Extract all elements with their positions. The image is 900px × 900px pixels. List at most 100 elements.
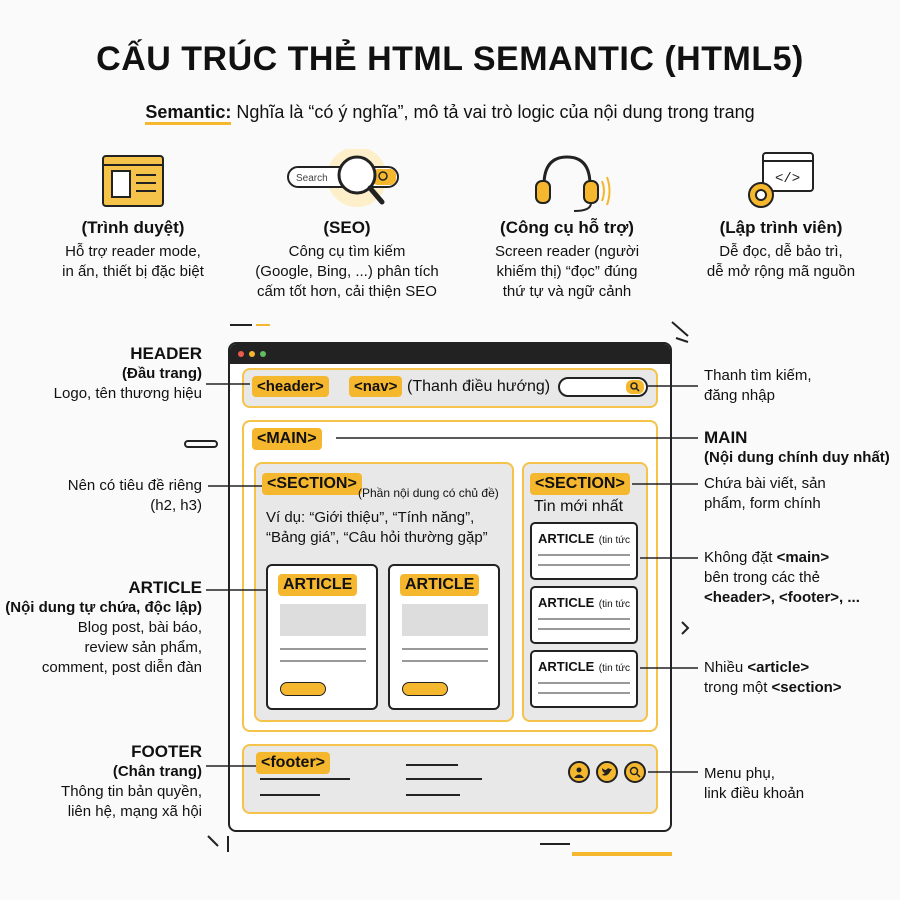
article-tag: ARTICLE	[400, 574, 480, 596]
text-line	[402, 660, 488, 662]
label-code: <article>	[747, 659, 810, 676]
category-desc: Hỗ trợ reader mode,	[65, 243, 201, 260]
decor-stroke	[256, 324, 270, 326]
article-tag: ARTICLE	[278, 574, 358, 596]
nav-text: (Thanh điều hướng)	[407, 378, 551, 395]
category-title: (Trình duyệt)	[81, 218, 185, 237]
window-dot-icon	[238, 351, 244, 357]
label-nomain: Không đặt <main> bên trong các thẻ <head…	[704, 548, 898, 608]
text-line	[538, 682, 630, 684]
search-icon[interactable]	[624, 761, 646, 783]
side-section-tag: <SECTION>	[530, 473, 630, 495]
label-desc: liên hệ, mạng xã hội	[67, 803, 202, 820]
footer-line	[406, 778, 482, 780]
label-section-right: Chứa bài viết, sản phẩm, form chính	[704, 474, 894, 514]
decor-stroke	[230, 324, 252, 326]
label-desc: Chứa bài viết, sản	[704, 475, 826, 492]
footer-line	[260, 794, 320, 796]
category-title: (Lập trình viên)	[719, 218, 843, 237]
footer-line	[260, 778, 350, 780]
category-desc: Công cụ tìm kiếm	[288, 243, 406, 260]
section-example: Ví dụ: “Giới thiệu”, “Tính năng”, “Bảng …	[266, 508, 488, 548]
category-desc: khiếm thị) “đọc” đúng	[496, 263, 638, 280]
footer-line	[406, 794, 460, 796]
label-desc: Menu phụ,	[704, 765, 775, 782]
side-article-card: ARTICLE (tin tức	[530, 586, 638, 644]
read-more-button[interactable]	[402, 682, 448, 696]
search-icon[interactable]	[626, 380, 644, 394]
text-line	[538, 554, 630, 556]
category-title: (SEO)	[323, 218, 371, 237]
label-desc: trong một	[704, 679, 772, 696]
text-line	[402, 648, 488, 650]
label-desc: Không đặt	[704, 549, 777, 566]
search-magnifier-icon: Search	[242, 146, 452, 216]
main-tag: <MAIN>	[252, 428, 322, 450]
section-example-line: “Bảng giá”, “Câu hỏi thường gặp”	[266, 529, 488, 546]
label-desc: review sản phẩm,	[84, 639, 202, 656]
category-desc: in ấn, thiết bị đặc biệt	[62, 263, 204, 280]
category-desc: Screen reader (người	[494, 243, 640, 260]
read-more-button[interactable]	[280, 682, 326, 696]
category-desc: dễ mở rộng mã nguồn	[706, 263, 856, 280]
side-article-note: (tin tức	[598, 599, 630, 610]
side-section-title: Tin mới nhất	[534, 498, 624, 515]
label-desc: đăng nhập	[704, 387, 775, 404]
category-browser: (Trình duyệt) Hỗ trợ reader mode, in ấn, …	[28, 146, 238, 282]
label-subheading: (Nội dung tự chứa, độc lập)	[5, 599, 202, 616]
search-input[interactable]	[558, 377, 648, 397]
label-subheading: (Chân trang)	[112, 763, 202, 780]
nav-tag: <nav>	[349, 376, 403, 397]
label-desc: comment, post diễn đàn	[41, 659, 202, 676]
side-article-tag: ARTICLE	[538, 595, 595, 610]
label-desc: Nên có tiêu đề riêng	[67, 477, 202, 494]
header-tag: <header>	[252, 376, 329, 397]
label-desc: bên trong các thẻ	[704, 569, 820, 586]
category-desc: cấm tốt hơn, cải thiện SEO	[257, 283, 437, 300]
label-code: <section>	[771, 679, 842, 696]
text-line	[280, 660, 366, 662]
twitter-icon[interactable]	[596, 761, 618, 783]
category-developer: </> (Lập trình viên) Dễ đọc, dễ bảo trì,…	[676, 146, 886, 282]
category-seo: Search (SEO) Công cụ tìm kiếm(Google, Bi…	[242, 146, 452, 302]
category-desc: thứ tự và ngữ cảnh	[502, 283, 632, 300]
article-card: ARTICLE	[266, 564, 378, 710]
label-heading: MAIN	[704, 428, 748, 447]
label-heading: ARTICLE	[128, 578, 202, 597]
label-subheading: (Nội dung chính duy nhất)	[704, 449, 890, 466]
text-line	[538, 628, 630, 630]
article-image	[402, 604, 488, 636]
label-desc: Nhiều	[704, 659, 748, 676]
label-subheading: (Đầu trang)	[122, 365, 202, 382]
side-article-card: ARTICLE (tin tức	[530, 650, 638, 708]
section-note: (Phần nội dung có chủ đề)	[358, 486, 499, 500]
svg-text:</>: </>	[775, 171, 800, 187]
footer-line	[406, 764, 458, 766]
label-search: Thanh tìm kiếm, đăng nhập	[704, 366, 894, 406]
side-article-note: (tin tức	[598, 663, 630, 674]
side-article-tag: ARTICLE	[538, 531, 595, 546]
subtitle: Semantic: Nghĩa là “có ý nghĩa”, mô tả v…	[0, 102, 900, 125]
window-dot-icon	[249, 351, 255, 357]
main-box	[242, 420, 658, 732]
label-heading: HEADER	[130, 344, 202, 363]
label-header: HEADER (Đầu trang) Logo, tên thương hiệu	[20, 344, 202, 404]
label-footer: FOOTER (Chân trang) Thông tin bản quyền,…	[20, 742, 202, 822]
label-desc: Thanh tìm kiếm,	[704, 367, 812, 384]
decor-pill	[184, 440, 218, 448]
label-code: <header>, <footer>, ...	[704, 589, 860, 606]
user-icon[interactable]	[568, 761, 590, 783]
label-desc: Logo, tên thương hiệu	[53, 385, 202, 402]
decor-stroke	[572, 852, 672, 856]
code-gear-icon: </>	[676, 146, 886, 216]
label-desc: (h2, h3)	[150, 497, 202, 514]
label-article: ARTICLE (Nội dung tự chứa, độc lập) Blog…	[4, 578, 202, 678]
label-desc: phẩm, form chính	[704, 495, 821, 512]
section-tag: <SECTION>	[262, 473, 362, 495]
label-desc: Blog post, bài báo,	[77, 619, 202, 636]
label-desc: link điều khoản	[704, 785, 805, 802]
subtitle-term: Semantic:	[145, 102, 232, 125]
label-main: MAIN (Nội dung chính duy nhất)	[704, 428, 898, 468]
